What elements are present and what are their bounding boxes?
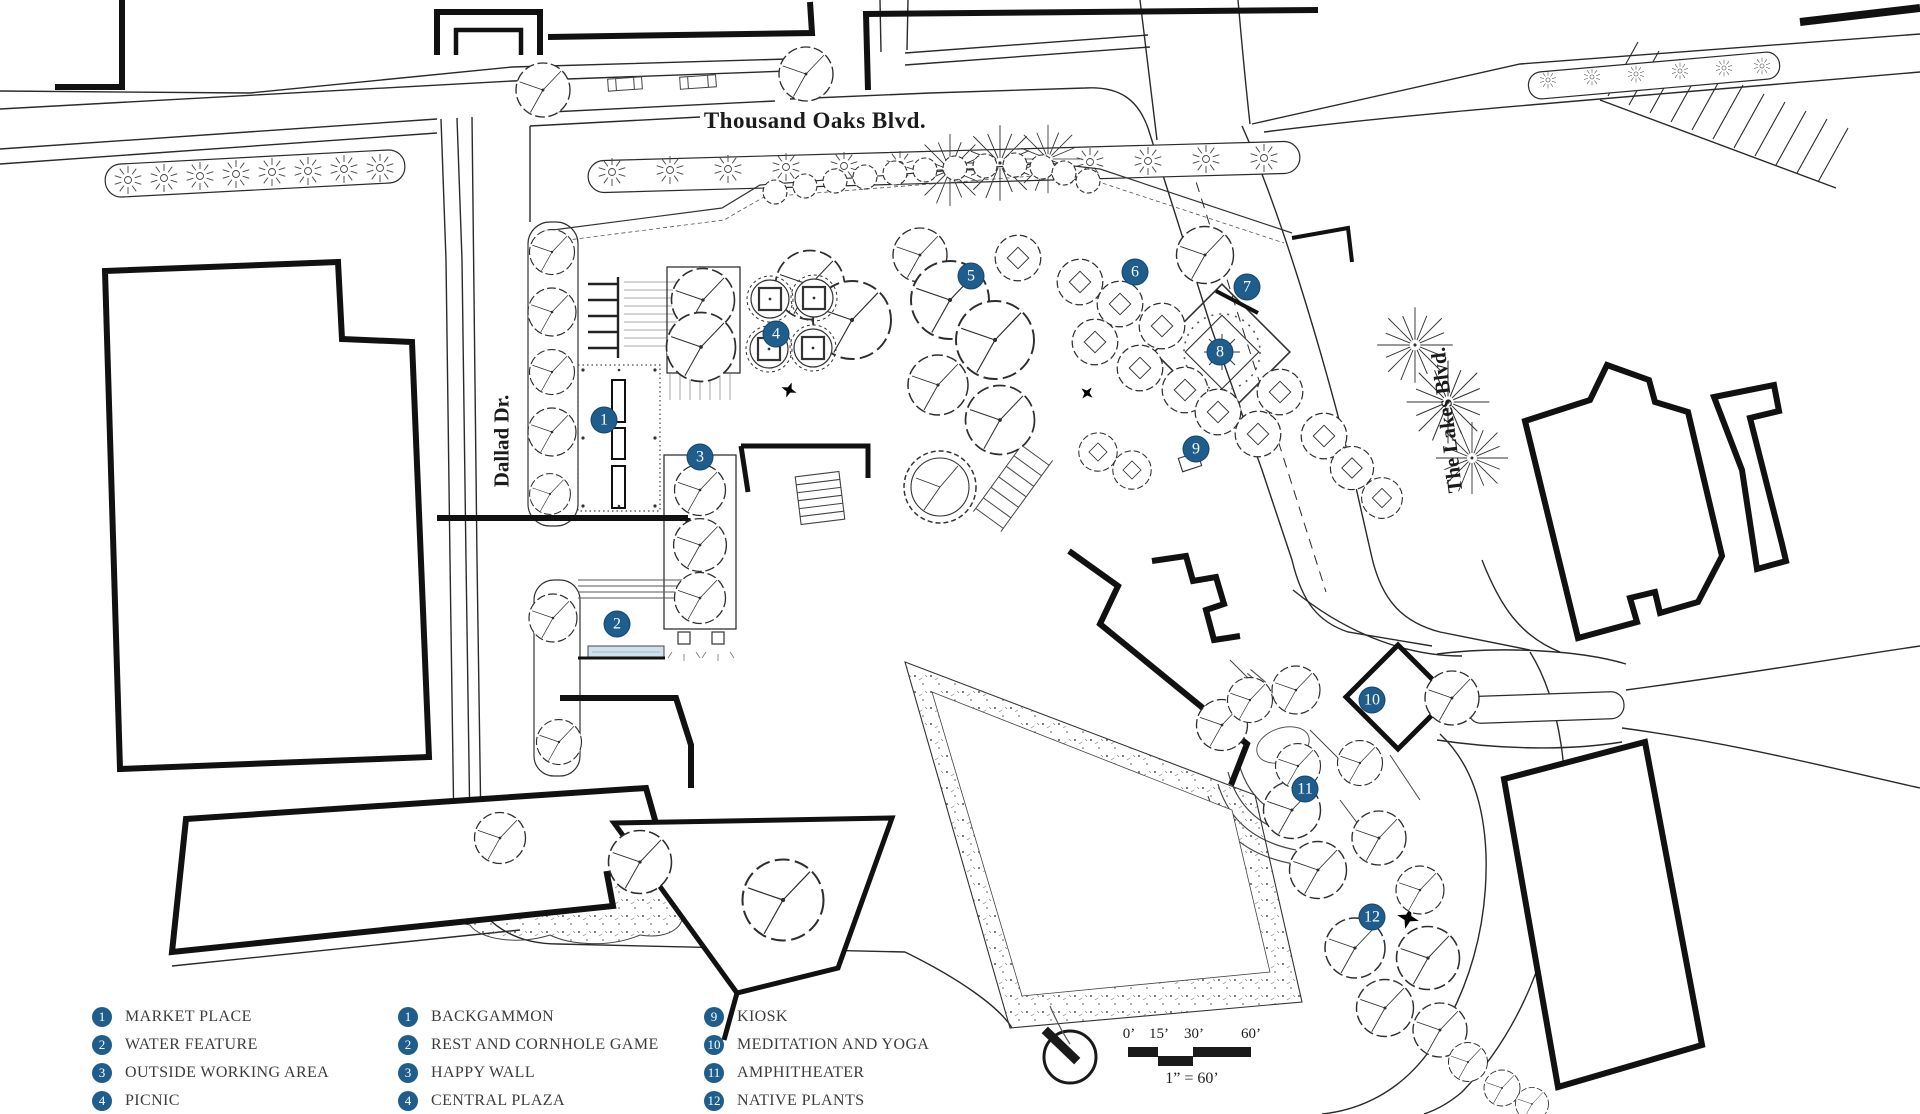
scale-segment (1128, 1047, 1158, 1057)
plan-marker-11: 11 (1291, 775, 1319, 803)
scale-tick: 60’ (1241, 1026, 1261, 1042)
legend-badge: 3 (398, 1063, 418, 1083)
legend-item: 1 MARKET PLACE (92, 1003, 398, 1031)
legend-badge: 4 (398, 1091, 418, 1111)
legend-item: 10 MEDITATION AND YOGA (704, 1031, 929, 1059)
legend-item: 4 CENTRAL PLAZA (398, 1087, 704, 1114)
legend-item: 4 PICNIC (92, 1087, 398, 1114)
scale-tick: 30’ (1184, 1026, 1204, 1042)
legend-item: 2 WATER FEATURE (92, 1031, 398, 1059)
plan-marker-4: 4 (762, 320, 790, 348)
plan-marker-5: 5 (957, 262, 985, 290)
plan-marker-3: 3 (686, 443, 714, 471)
plan-marker-12: 12 (1358, 903, 1386, 931)
legend-badge: 9 (704, 1007, 724, 1027)
plan-marker-8: 8 (1206, 338, 1234, 366)
legend-badge: 2 (398, 1035, 418, 1055)
plan-marker-10: 10 (1358, 686, 1386, 714)
street-label-thousand-oaks: Thousand Oaks Blvd. (703, 108, 927, 133)
legend-badge: 2 (92, 1035, 112, 1055)
legend-badge: 1 (398, 1007, 418, 1027)
street-label-dallad: Dallad Dr. (489, 394, 514, 488)
legend-badge: 1 (92, 1007, 112, 1027)
legend-label: OUTSIDE WORKING AREA (125, 1064, 330, 1081)
legend-label: AMPHITHEATER (737, 1064, 865, 1081)
legend-badge: 4 (92, 1091, 112, 1111)
plan-marker-9: 9 (1182, 435, 1210, 463)
legend-item: 3 OUTSIDE WORKING AREA (92, 1059, 398, 1087)
plan-marker-6: 6 (1121, 258, 1149, 286)
legend-label: BACKGAMMON (431, 1008, 555, 1025)
legend-item: 9 KIOSK (704, 1003, 929, 1031)
legend-badge: 10 (704, 1035, 724, 1055)
buildings-layer (55, 0, 1920, 1091)
legend-badge: 11 (704, 1063, 724, 1083)
scale-ratio: 1” = 60’ (1165, 1070, 1219, 1087)
legend-column-3: 9 KIOSK 10 MEDITATION AND YOGA 11 AMPHITHEATE… (704, 1003, 929, 1114)
legend-label: MARKET PLACE (125, 1008, 252, 1025)
scale-segment (1158, 1056, 1193, 1066)
scale-tick: 15’ (1149, 1026, 1169, 1042)
plan-marker-2: 2 (603, 610, 631, 638)
legend-badge: 3 (92, 1063, 112, 1083)
scale-bar: 0’ 15’ 30’ 60’ 1” = 60’ (1123, 1026, 1298, 1092)
legend-column-1: 1 MARKET PLACE 2 WATER FEATURE 3 OUTSIDE WORK… (92, 1003, 398, 1114)
legend-label: WATER FEATURE (125, 1036, 258, 1053)
scale-tick: 0’ (1122, 1026, 1136, 1042)
legend-label: HAPPY WALL (431, 1064, 536, 1081)
plan-marker-7: 7 (1233, 273, 1261, 301)
legend-item: 11 AMPHITHEATER (704, 1059, 929, 1087)
legend-item: 1 BACKGAMMON (398, 1003, 704, 1031)
legend-label: KIOSK (737, 1008, 788, 1025)
legend-label: MEDITATION AND YOGA (737, 1036, 930, 1053)
legend-item: 12 NATIVE PLANTS (704, 1087, 929, 1114)
legend: 1 MARKET PLACE 2 WATER FEATURE 3 OUTSIDE WORK… (92, 1003, 929, 1114)
legend-column-2: 1 BACKGAMMON 2 REST AND CORNHOLE GAME 3 HAPPY… (398, 1003, 704, 1114)
plan-marker-1: 1 (590, 406, 618, 434)
north-arrow (1041, 1005, 1098, 1085)
legend-label: CENTRAL PLAZA (431, 1092, 565, 1109)
legend-label: PICNIC (125, 1092, 180, 1109)
legend-badge: 12 (704, 1091, 724, 1111)
legend-label: NATIVE PLANTS (737, 1092, 865, 1109)
scale-segment (1193, 1047, 1251, 1057)
legend-item: 2 REST AND CORNHOLE GAME (398, 1031, 704, 1059)
legend-item: 3 HAPPY WALL (398, 1059, 704, 1087)
legend-label: REST AND CORNHOLE GAME (431, 1036, 659, 1053)
